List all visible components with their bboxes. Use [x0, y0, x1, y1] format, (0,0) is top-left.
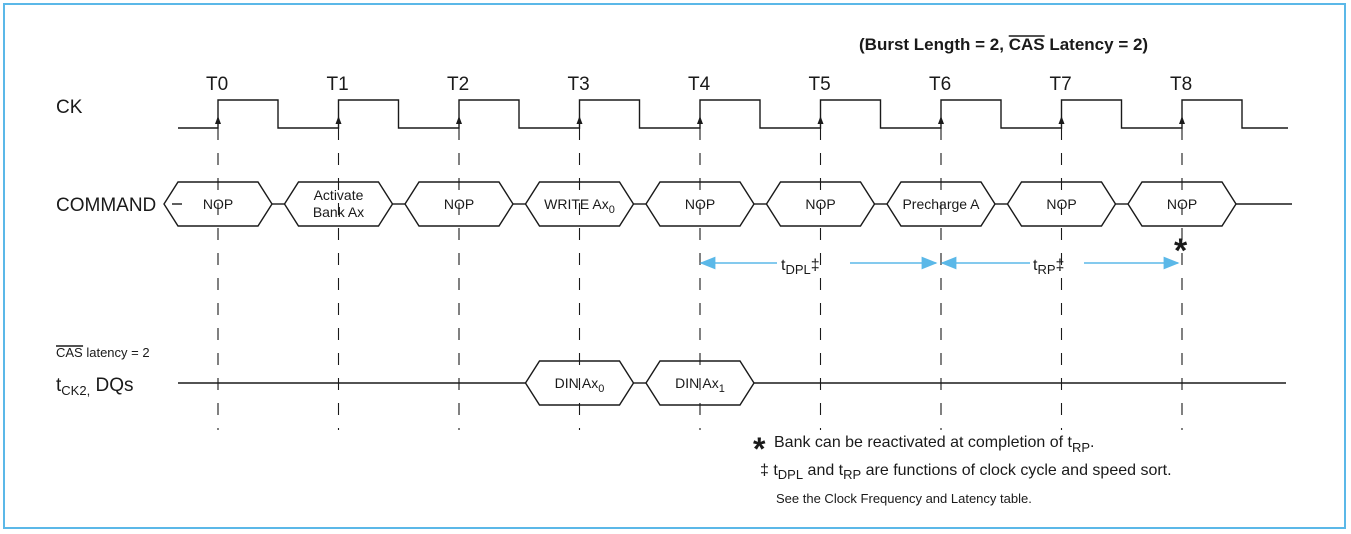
tick-label-t6: T6 — [929, 74, 951, 95]
diagram-frame — [3, 3, 1346, 529]
command-text: NOP — [1167, 196, 1197, 212]
tick-label-t5: T5 — [809, 74, 831, 95]
note-reactivate: Bank can be reactivated at completion of… — [774, 434, 1094, 455]
note-star-icon: * — [753, 431, 766, 467]
rising-edge-arrow-icon — [1179, 116, 1185, 124]
command-label: COMMAND — [56, 195, 156, 216]
rising-edge-arrow-icon — [576, 116, 583, 124]
command-text: Precharge A — [902, 196, 980, 212]
reactivate-star-icon: * — [1174, 232, 1188, 270]
command-text: NOP — [1046, 196, 1076, 212]
header-title: (Burst Length = 2, CAS Latency = 2) — [859, 35, 1148, 54]
command-text: NOP — [444, 196, 474, 212]
ck-label: CK — [56, 97, 83, 118]
command-text: NOP — [805, 196, 835, 212]
tick-label-t8: T8 — [1170, 74, 1192, 95]
rising-edge-arrow-icon — [1058, 116, 1065, 124]
tick-label-t7: T7 — [1050, 74, 1072, 95]
rising-edge-arrow-icon — [335, 116, 342, 124]
rising-edge-arrow-icon — [456, 116, 462, 124]
tick-label-t0: T0 — [206, 74, 228, 95]
tdpl-label: tDPL‡ — [781, 257, 820, 277]
command-text: WRITE Ax0 — [544, 196, 615, 216]
command-text-line2: Bank Ax — [313, 204, 364, 220]
trp-label: tRP‡ — [1033, 257, 1064, 277]
note-timing-functions: ‡ tDPL and tRP are functions of clock cy… — [760, 462, 1172, 482]
dq-label: tCK2, DQs — [56, 375, 133, 398]
rising-edge-arrow-icon — [817, 116, 824, 124]
clock-tick-labels: T0 T1 T2 T3 T4 T5 T6 T7 T8 — [206, 74, 1192, 95]
dq-text-0: DIN Ax0 — [555, 375, 605, 395]
clock-waveform — [178, 99, 1288, 129]
clock-signal-line — [178, 99, 1288, 129]
tick-label-t4: T4 — [688, 74, 711, 95]
clock-edge-guides — [217, 128, 1183, 430]
rising-edge-arrow-icon — [215, 116, 221, 124]
note-see-table: See the Clock Frequency and Latency tabl… — [776, 491, 1032, 506]
tick-label-t1: T1 — [327, 74, 349, 95]
cas-latency-label: CAS latency = 2 — [56, 345, 150, 360]
command-text: NOP — [203, 196, 233, 212]
rising-edge-arrow-icon — [697, 116, 703, 124]
command-text: Activate — [314, 187, 364, 203]
tick-label-t2: T2 — [447, 74, 469, 95]
rising-edge-arrow-icon — [938, 116, 944, 124]
dq-text-1: DIN Ax1 — [675, 375, 725, 395]
dq-bus: DIN Ax0 DIN Ax1 — [178, 360, 1286, 406]
command-text: NOP — [685, 196, 715, 212]
tick-label-t3: T3 — [568, 74, 590, 95]
